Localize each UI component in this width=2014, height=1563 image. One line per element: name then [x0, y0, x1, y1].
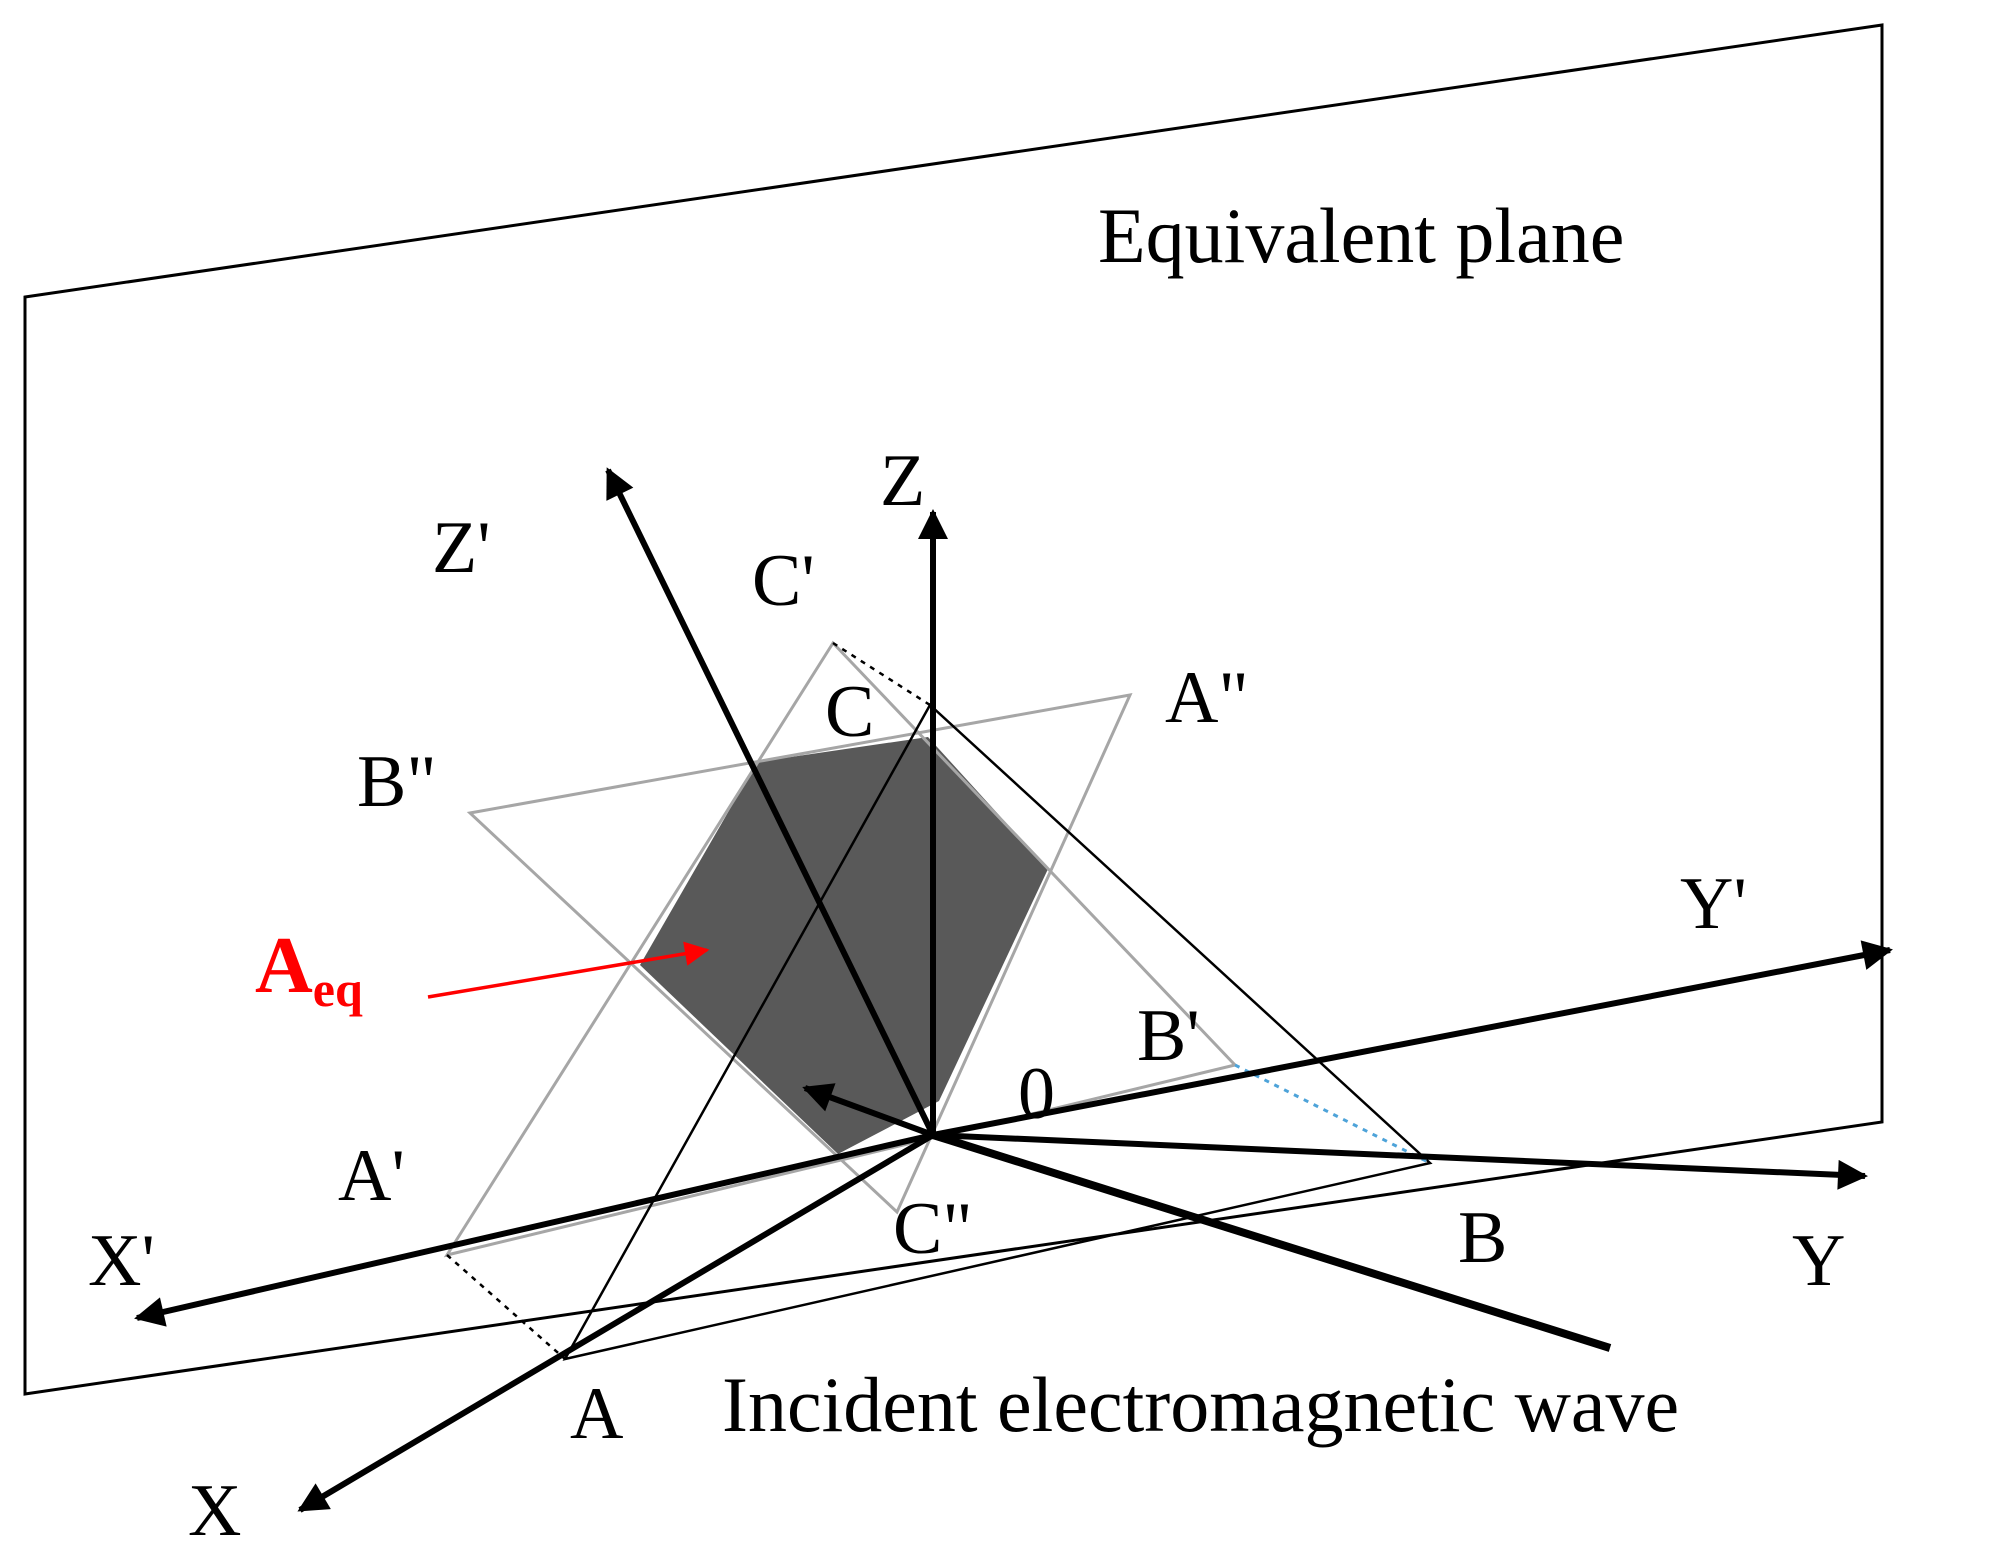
equivalent-plane [23, 23, 1884, 1396]
projected-triangle-prime [443, 640, 1238, 1258]
z-prime-label: Z' [432, 507, 491, 589]
x-prime-label: X' [88, 1220, 155, 1302]
projected-triangle-dprime [466, 693, 1133, 1215]
point-a-dprime-label: A" [1165, 657, 1249, 739]
aeq-label: Aeq [255, 922, 363, 1017]
point-a-prime-label: A' [338, 1135, 405, 1217]
z-axis-label: Z [880, 440, 925, 522]
y-axis-label: Y [1792, 1220, 1845, 1302]
normal-vector-arrow [802, 1083, 935, 1138]
y-axis [932, 1132, 1868, 1190]
aeq-subscript: eq [313, 961, 363, 1017]
y-prime-axis [932, 940, 1893, 1138]
x-axis-label: X [188, 1470, 241, 1552]
x-axis [297, 1132, 935, 1513]
wave-label: Incident electromagnetic wave [722, 1361, 1679, 1448]
plane-label: Equivalent plane [1098, 192, 1624, 279]
point-a-label: A [570, 1373, 623, 1455]
aeq-pointer-arrow [427, 941, 710, 999]
projection-line-a [446, 1254, 566, 1360]
incident-wave-line [931, 1131, 1612, 1352]
equivalent-area-shape [640, 737, 1048, 1154]
point-c-prime-label: C' [752, 540, 815, 622]
projection-line-b [1234, 1063, 1431, 1165]
point-b-prime-label: B' [1137, 995, 1200, 1077]
point-c-dprime-label: C" [893, 1188, 973, 1270]
x-prime-axis [134, 1132, 934, 1327]
z-prime-axis [605, 467, 936, 1137]
point-c-label: C [825, 671, 874, 753]
point-b-dprime-label: B" [357, 741, 437, 823]
projection-line-c [832, 641, 931, 707]
triangle-abc [562, 703, 1433, 1361]
point-b-label: B [1458, 1197, 1507, 1279]
origin-label: 0 [1018, 1053, 1055, 1135]
y-prime-label: Y' [1680, 863, 1747, 945]
aeq-main: A [255, 922, 313, 1010]
